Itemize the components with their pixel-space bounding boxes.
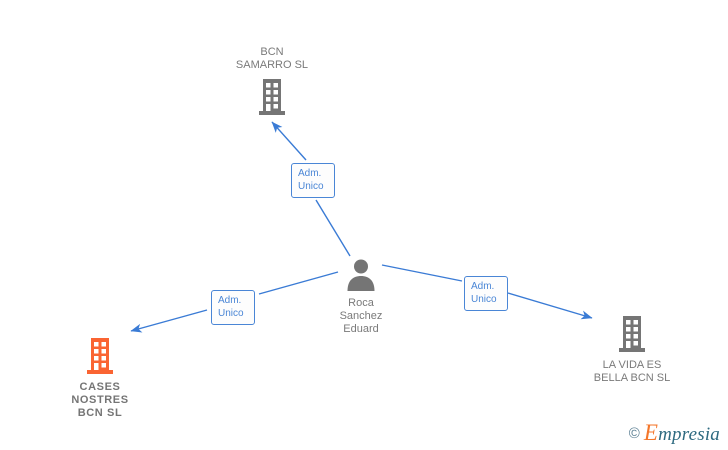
edge-line-to-la-vida-es-bella [381,264,463,282]
brand-initial: E [643,420,659,445]
node-cases-nostres-bcn-sl[interactable]: CASES NOSTRES BCN SL [25,336,175,420]
brand-rest: mpresia [658,424,720,445]
building-icon [617,314,647,354]
empresia-watermark: © Empresia [628,420,720,445]
edge-line-to-la-vida-es-bella-head [507,292,593,320]
edge-label-adm-unico-cases-nostres[interactable]: Adm. Unico [211,290,255,325]
edge-line-to-bcn-samarro [315,199,351,257]
node-label-cases-nostres-bcn-sl: CASES NOSTRES BCN SL [71,381,129,419]
copyright-icon: © [628,425,640,442]
node-bcn-samarro-sl[interactable]: BCN SAMARRO SL [197,46,347,117]
edge-label-adm-unico-bcn-samarro[interactable]: Adm. Unico [291,163,335,198]
node-label-roca-sanchez-eduard: Roca Sanchez Eduard [339,297,383,335]
edge-line-to-bcn-samarro-head [271,121,307,161]
node-label-bcn-samarro-sl: BCN SAMARRO SL [235,46,309,71]
person-icon [346,258,376,292]
node-label-la-vida-es-bella-bcn-sl: LA VIDA ES BELLA BCN SL [593,359,671,384]
edge-line-to-cases-nostres-head [130,309,208,333]
node-roca-sanchez-eduard[interactable]: Roca Sanchez Eduard [286,258,436,336]
edge-line-to-cases-nostres [258,271,339,295]
node-la-vida-es-bella-bcn-sl[interactable]: LA VIDA ES BELLA BCN SL [557,314,707,385]
building-icon [85,336,115,376]
building-icon [257,77,287,117]
brand-logo: Empresia [643,420,720,445]
edge-label-adm-unico-la-vida-es-bella[interactable]: Adm. Unico [464,276,508,311]
